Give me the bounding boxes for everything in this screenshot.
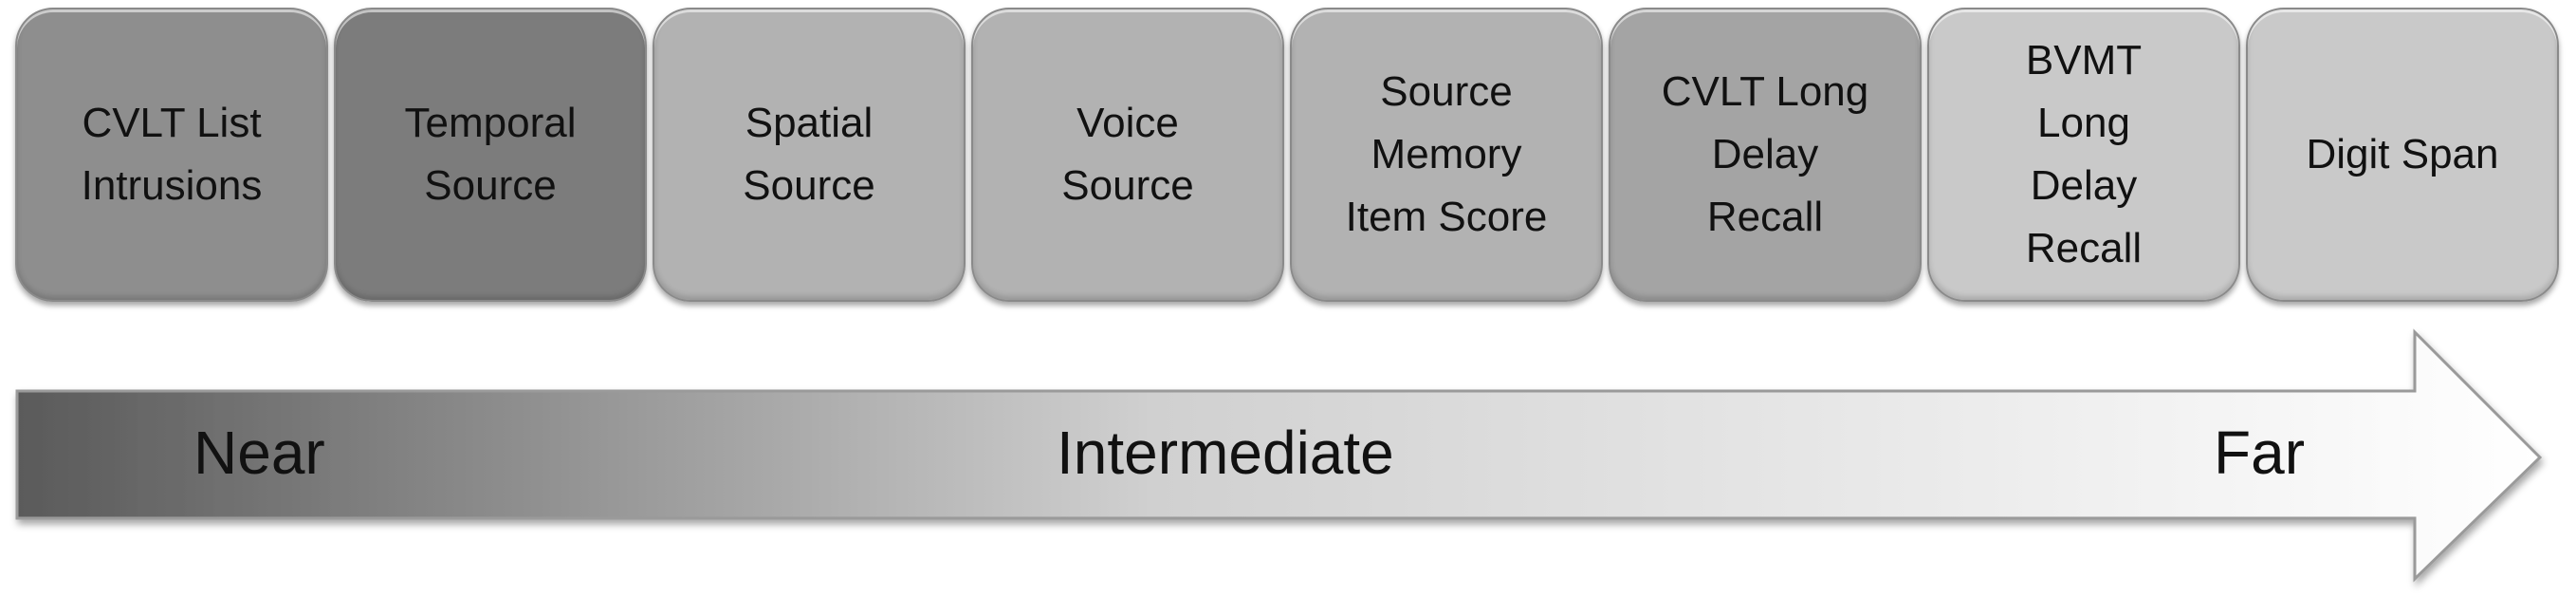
arrow-label-intermediate: Intermediate — [1057, 419, 1394, 487]
box-cvlt-list-intrusions: CVLT List Intrusions — [15, 8, 328, 302]
box-source-memory-item-score: Source Memory Item Score — [1290, 8, 1603, 302]
box-label: BVMT Long Delay Recall — [2025, 37, 2143, 271]
box-voice-source: Voice Source — [971, 8, 1284, 302]
box-label: Source Memory Item Score — [1345, 68, 1548, 240]
measure-boxes-row: CVLT List Intrusions Temporal Source Spa… — [15, 8, 2563, 306]
arrow-label-far: Far — [2214, 419, 2305, 487]
box-label: Spatial Source — [743, 100, 875, 209]
box-label: CVLT Long Delay Recall — [1661, 68, 1869, 240]
arrow-label-near: Near — [193, 419, 325, 487]
box-digit-span: Digit Span — [2246, 8, 2559, 302]
box-label: Temporal Source — [404, 100, 577, 209]
box-temporal-source: Temporal Source — [334, 8, 647, 302]
box-label: CVLT List Intrusions — [81, 100, 263, 209]
arrow-shape — [15, 328, 2543, 583]
box-bvmt-long-delay-recall: BVMT Long Delay Recall — [1927, 8, 2240, 302]
box-label: Voice Source — [1061, 100, 1194, 209]
box-cvlt-long-delay-recall: CVLT Long Delay Recall — [1609, 8, 1922, 302]
box-label: Digit Span — [2306, 131, 2499, 177]
box-spatial-source: Spatial Source — [653, 8, 966, 302]
